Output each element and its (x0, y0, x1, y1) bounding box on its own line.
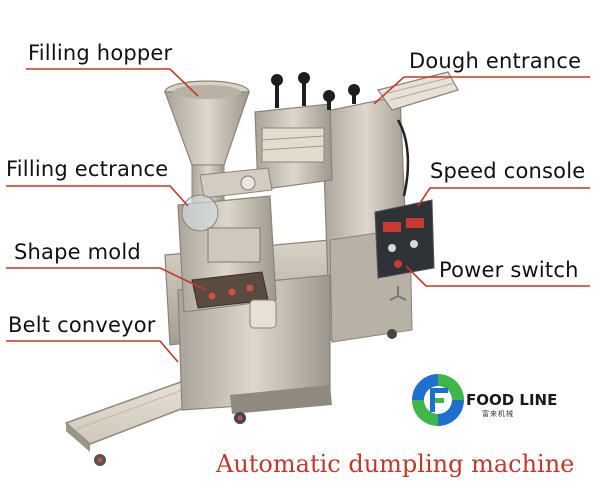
logo-subtitle: 富来机械 (482, 410, 514, 418)
leader-filling-hopper (26, 68, 199, 97)
leader-lines (6, 68, 590, 363)
label-dough-entrance: Dough entrance (409, 49, 582, 73)
label-power-switch: Power switch (439, 258, 579, 282)
filling-hopper (164, 80, 273, 206)
roller-section (254, 72, 360, 191)
shape-mold (177, 194, 277, 329)
logo-name: FOOD LINE (466, 391, 558, 409)
label-speed-console: Speed console (430, 159, 586, 183)
label-shape-mold: Shape mold (14, 240, 141, 264)
leader-power-switch (405, 265, 590, 287)
leader-speed-console (417, 187, 590, 207)
power-switch-knob (394, 260, 402, 268)
control-panel (374, 199, 435, 301)
leader-filling-ectrance (6, 185, 189, 207)
label-filling-hopper: Filling hopper (28, 41, 173, 65)
leader-dough-entrance (373, 76, 590, 105)
leader-belt-conveyor (6, 340, 179, 363)
label-filling-ectrance: Filling ectrance (6, 157, 169, 181)
leader-shape-mold (6, 267, 207, 291)
label-belt-conveyor: Belt conveyor (8, 313, 156, 337)
caption: Automatic dumpling machine (216, 450, 575, 478)
vent-icon (389, 286, 407, 301)
dough-entrance-tray (377, 71, 459, 197)
food-line-logo-icon (412, 374, 464, 426)
